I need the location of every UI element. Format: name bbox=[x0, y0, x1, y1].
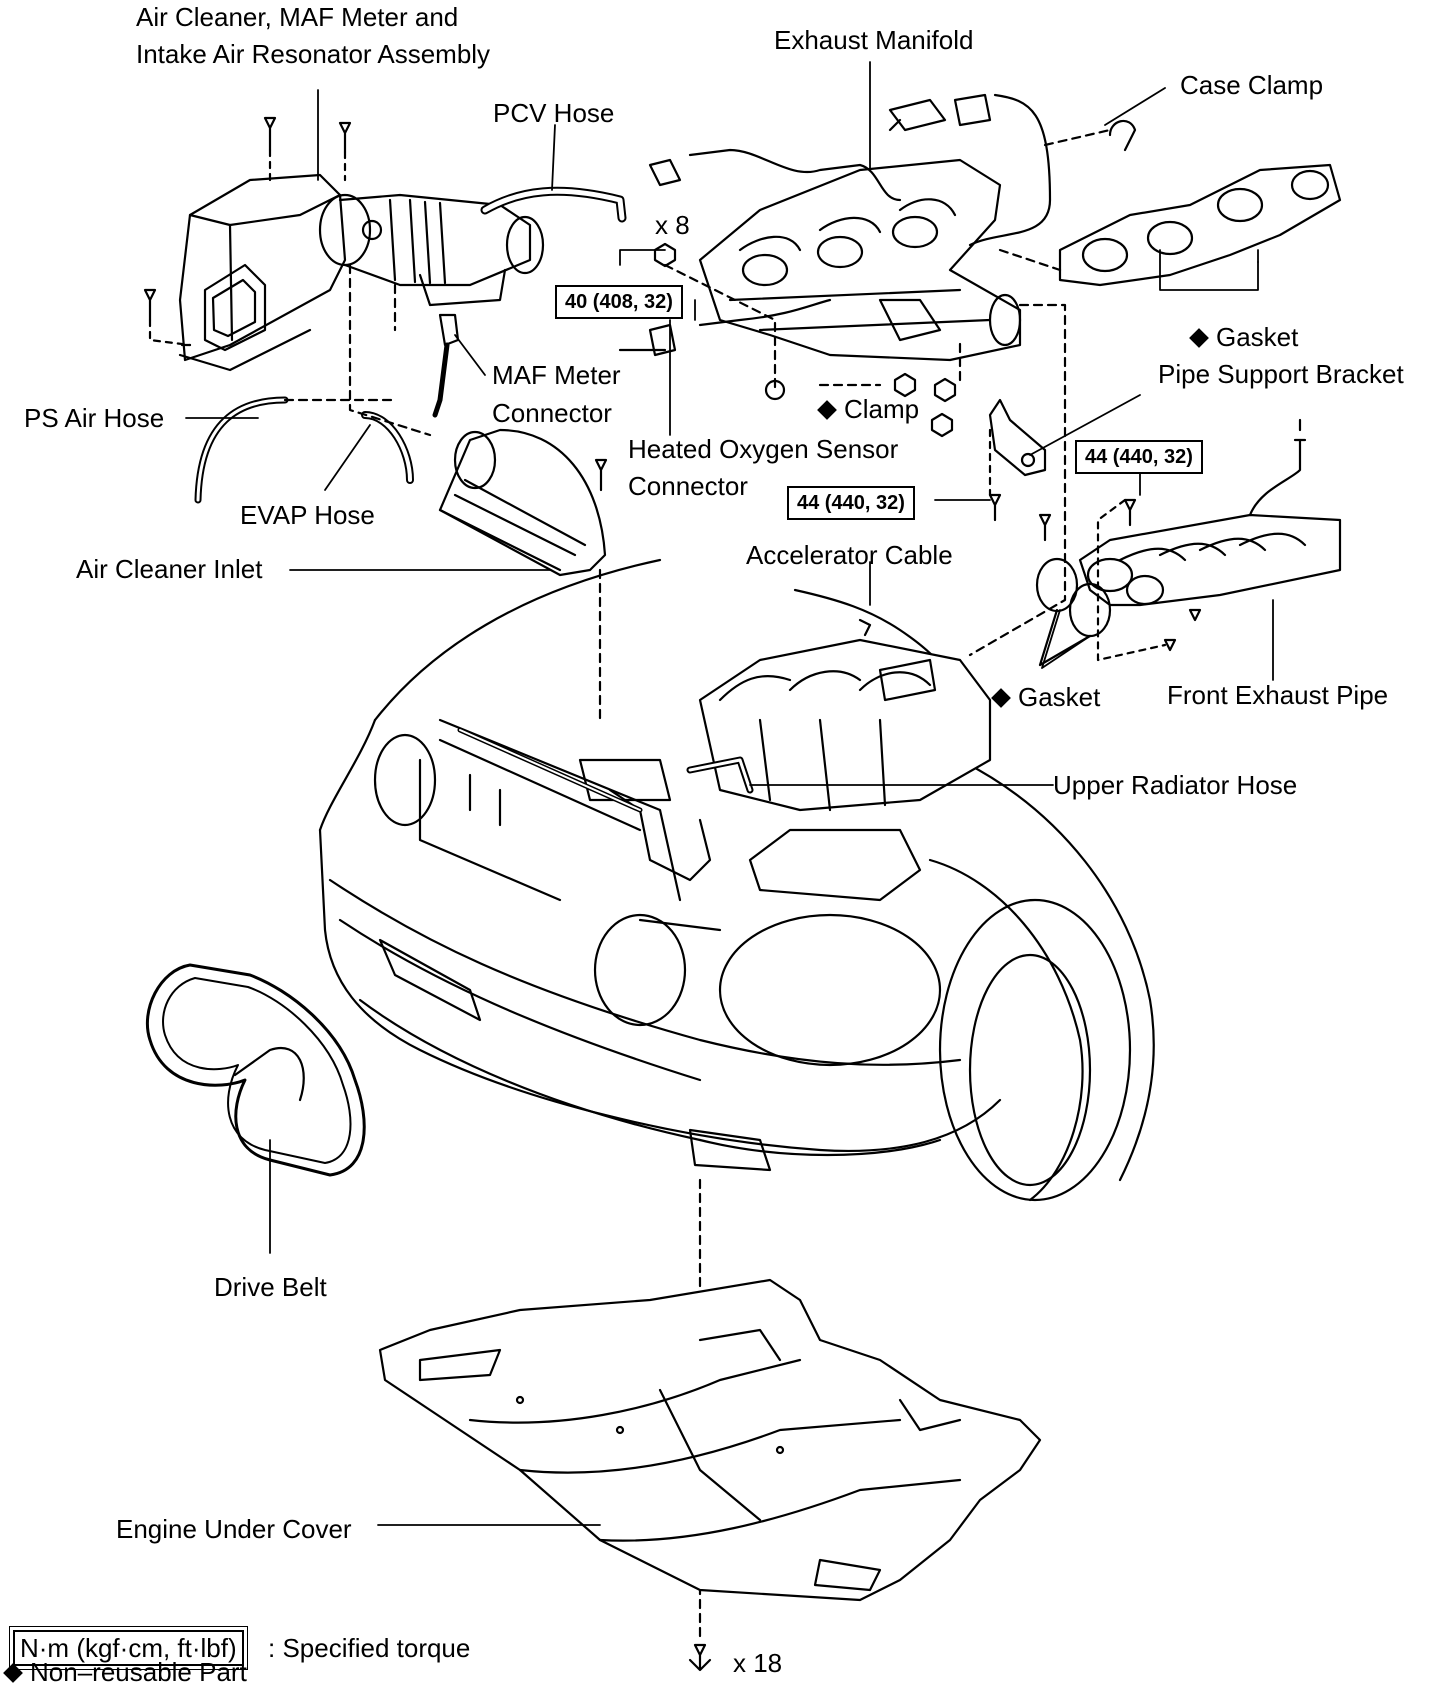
legend-torque-desc: : Specified torque bbox=[268, 1633, 471, 1663]
pcv-hose-label: PCV Hose bbox=[493, 98, 615, 128]
upper-radiator-hose-label: Upper Radiator Hose bbox=[1053, 770, 1298, 800]
manifold-gasket bbox=[1058, 163, 1342, 287]
maf-meter-label-line1: MAF Meter bbox=[492, 360, 621, 390]
air-cleaner-assembly bbox=[178, 173, 545, 372]
diamond-icon bbox=[1189, 327, 1209, 348]
gasket-manifold-label: Gasket bbox=[1188, 320, 1298, 354]
pipe-support-bracket-label: Pipe Support Bracket bbox=[1158, 359, 1404, 389]
legend-torque-box: N·m (kgf·cm, ft·lbf) bbox=[9, 1626, 248, 1670]
diamond-icon bbox=[3, 1662, 23, 1683]
bolt-icon bbox=[688, 1643, 712, 1672]
air-cleaner-label-line1: Air Cleaner, MAF Meter and bbox=[136, 2, 459, 32]
ps-air-hose-label: PS Air Hose bbox=[24, 403, 165, 433]
x18-label: x 18 bbox=[733, 1648, 783, 1678]
manifold-nuts bbox=[653, 242, 957, 438]
torque-box-bracket-bolt: 44 (440, 32) bbox=[787, 486, 915, 520]
front-exhaust-pipe-label: Front Exhaust Pipe bbox=[1167, 680, 1389, 710]
legend-non-reusable: Non–reusable Part bbox=[2, 1659, 247, 1685]
assembly-guide-lines bbox=[178, 263, 602, 722]
torque-box-pipe-bolts: 44 (440, 32) bbox=[1075, 440, 1203, 474]
heated-o2-label-line2: Connector bbox=[628, 471, 748, 501]
engine-bay bbox=[457, 638, 992, 902]
drive-belt-label: Drive Belt bbox=[214, 1272, 327, 1302]
diamond-icon bbox=[991, 687, 1011, 708]
maf-meter-label-line2: Connector bbox=[492, 398, 612, 428]
exhaust-manifold-label: Exhaust Manifold bbox=[774, 25, 974, 55]
accelerator-cable-label: Accelerator Cable bbox=[746, 540, 953, 570]
gasket-pipe-text: Gasket bbox=[1018, 682, 1101, 712]
ps-air-hose bbox=[194, 396, 289, 504]
engine-under-cover-part bbox=[378, 1278, 1042, 1602]
heated-o2-label-line1: Heated Oxygen Sensor bbox=[628, 434, 899, 464]
evap-hose-label: EVAP Hose bbox=[240, 500, 375, 530]
clamp-label: Clamp bbox=[816, 392, 919, 426]
gasket-pipe-label: Gasket bbox=[990, 680, 1100, 714]
legend-non-reusable-text: Non–reusable Part bbox=[30, 1657, 247, 1687]
manifold-guide-lines bbox=[663, 128, 1112, 657]
case-clamp-label: Case Clamp bbox=[1180, 70, 1324, 100]
air-cleaner-inlet-duct bbox=[438, 428, 607, 577]
exhaust-manifold bbox=[698, 158, 1022, 362]
drive-belt-part bbox=[145, 963, 366, 1177]
air-cleaner-label-line2: Intake Air Resonator Assembly bbox=[136, 39, 491, 69]
maf-meter-connector bbox=[432, 313, 460, 418]
air-cleaner-bolts bbox=[143, 116, 608, 492]
air-cleaner-inlet-label: Air Cleaner Inlet bbox=[76, 554, 263, 584]
engine-under-cover-label: Engine Under Cover bbox=[116, 1514, 352, 1544]
torque-box-manifold-nuts: 40 (408, 32) bbox=[555, 285, 683, 319]
case-clamp-part bbox=[1108, 119, 1137, 152]
car-front-body bbox=[318, 558, 1155, 1202]
clamp-text: Clamp bbox=[844, 394, 920, 424]
front-exhaust-pipe bbox=[1078, 418, 1342, 662]
diamond-icon bbox=[817, 399, 837, 420]
leader-lines bbox=[185, 61, 1274, 1526]
gasket-manifold-text: Gasket bbox=[1216, 322, 1299, 352]
pipe-support-bracket bbox=[988, 398, 1052, 542]
x8-label: x 8 bbox=[655, 210, 690, 240]
oxygen-sensor-wires bbox=[618, 93, 1052, 357]
